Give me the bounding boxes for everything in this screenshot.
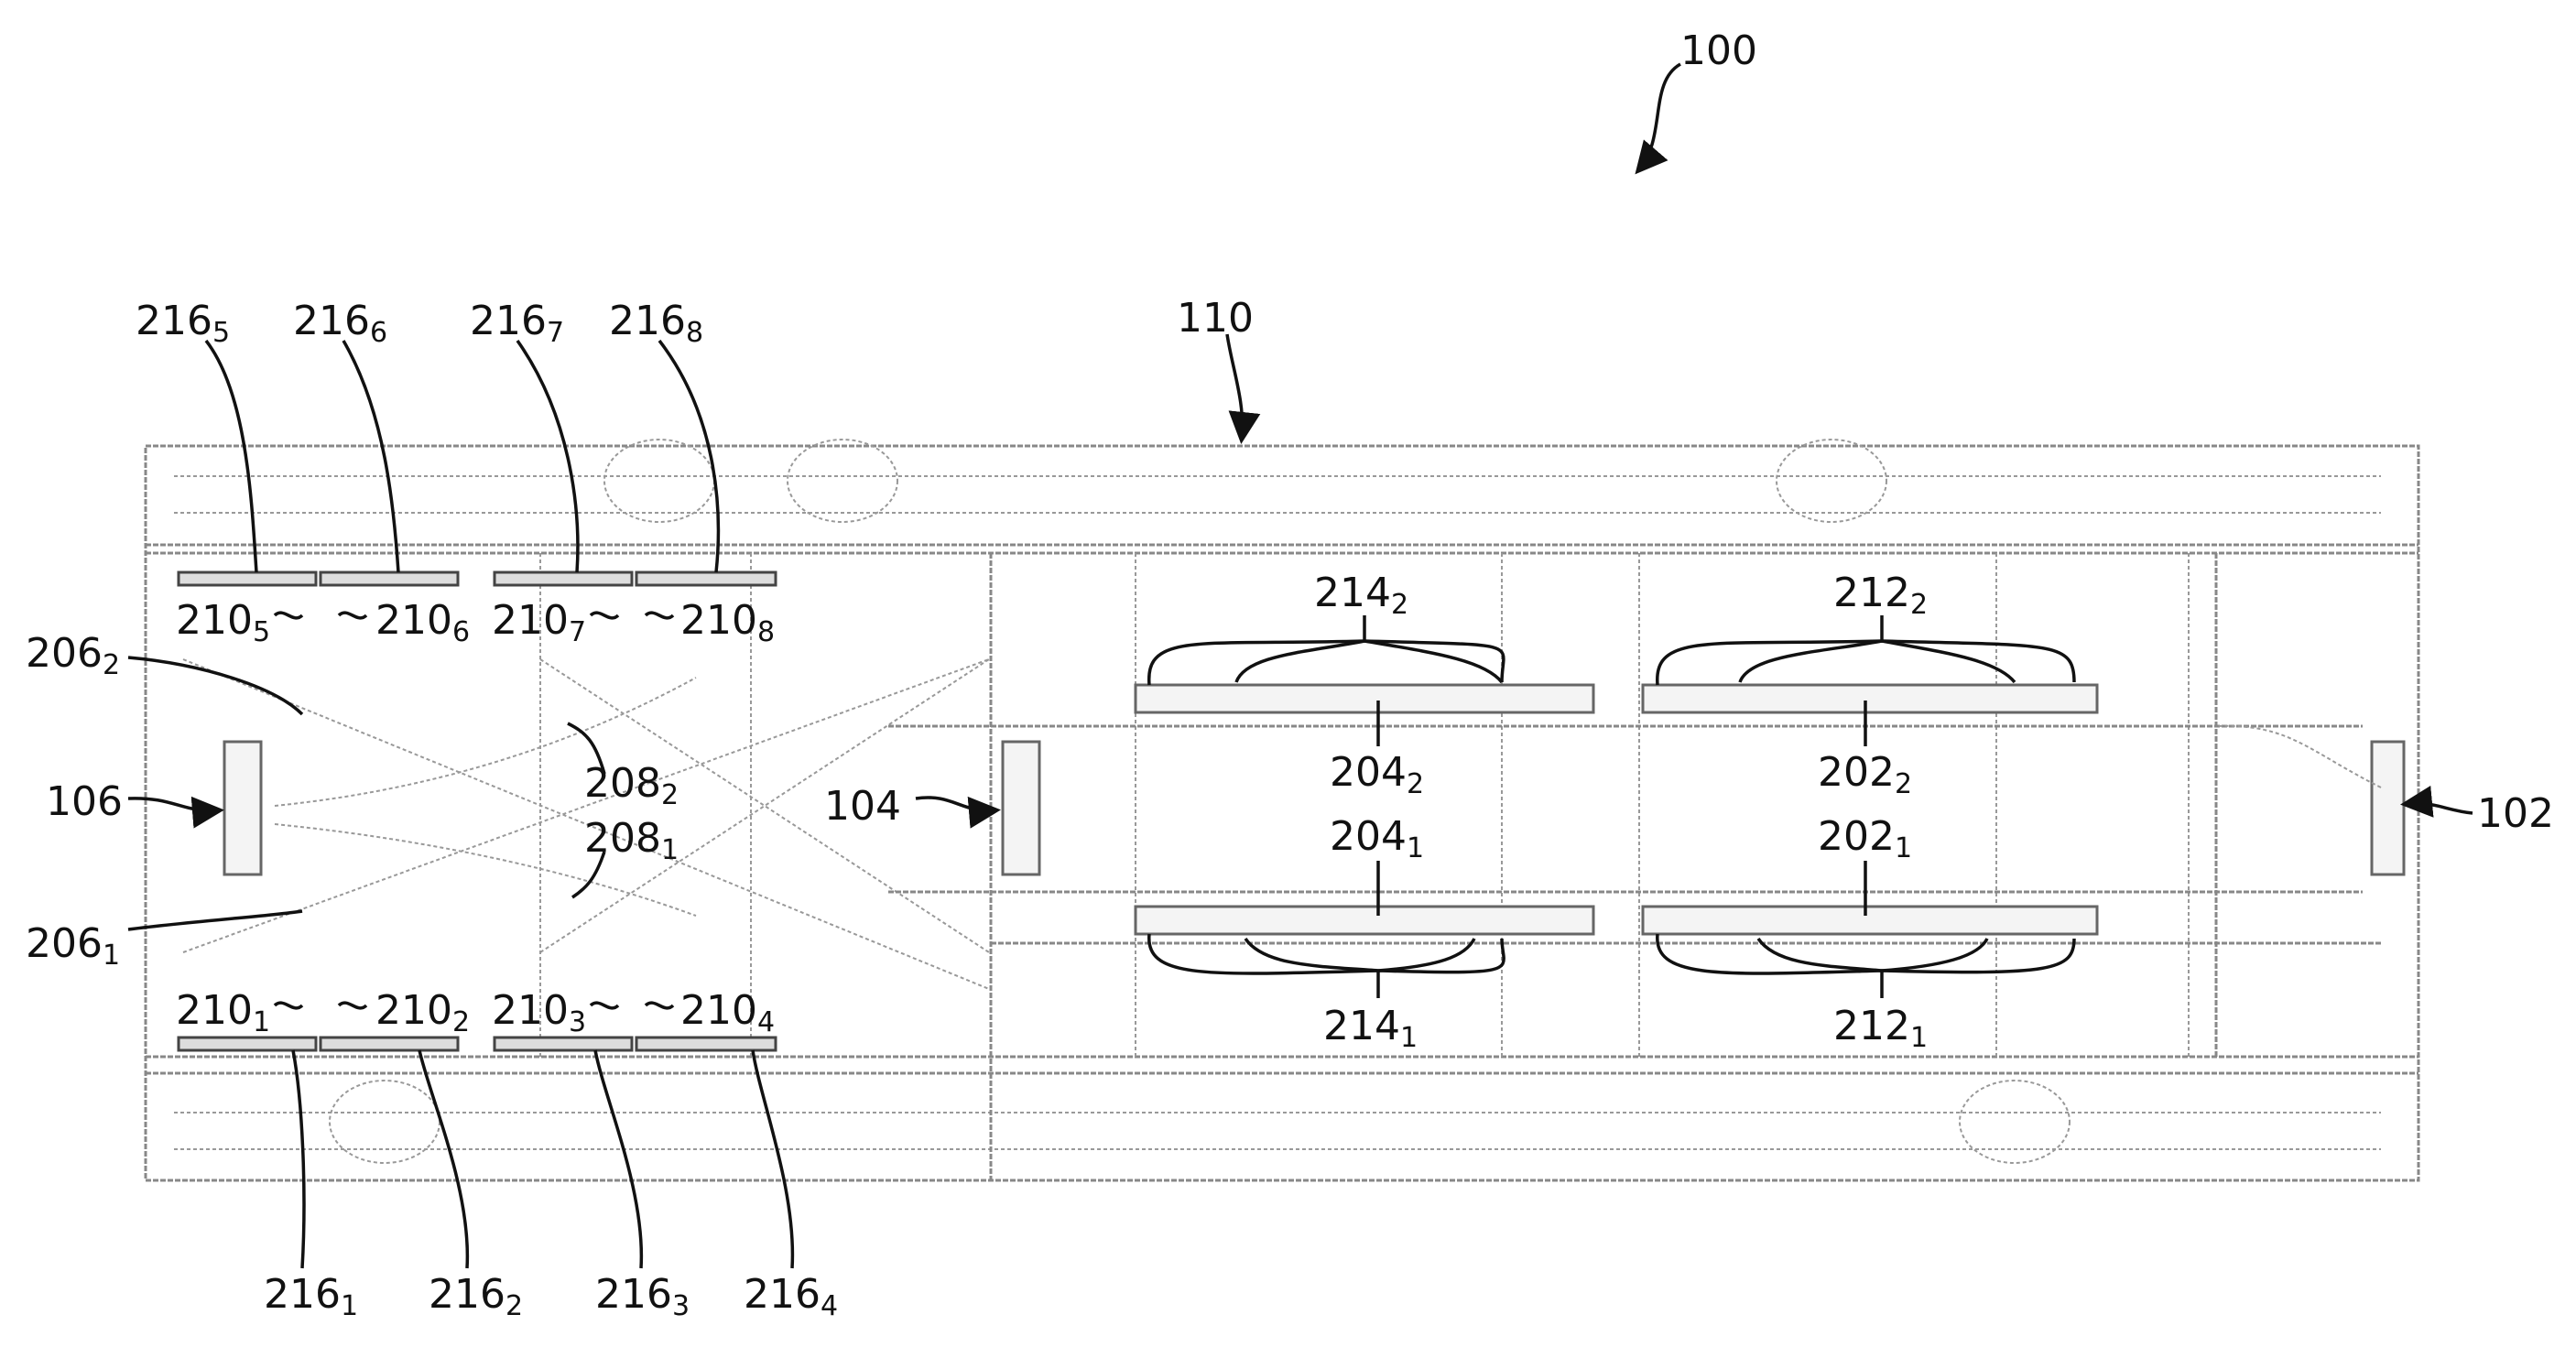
strip-216-2 [321, 1037, 458, 1050]
beam-204-2 [1136, 685, 1593, 712]
beam-202-2 [1643, 685, 2097, 712]
label-202-2: 2022 [1818, 749, 1912, 800]
label-216-6: 2166 [293, 298, 387, 349]
label-210-8: 2108 [680, 597, 775, 648]
label-204-2: 2042 [1330, 749, 1424, 800]
label-216-5: 2165 [136, 298, 230, 349]
labels-210-top: 2105 2106 2107 2108 [176, 597, 775, 648]
labels-216-bottom: 2161 2162 2163 2164 [264, 1271, 838, 1322]
label-214-2: 2142 [1314, 570, 1408, 621]
label-212-2: 2122 [1833, 570, 1928, 621]
label-210-3: 2103 [492, 987, 586, 1038]
strip-216-7 [495, 572, 632, 585]
strip-216-6 [321, 572, 458, 585]
label-206-1: 2061 [26, 920, 120, 972]
leaders-beams [1364, 615, 1882, 998]
labels-216-top: 2165 2166 2167 2168 [136, 298, 703, 349]
label-106: 106 [46, 778, 123, 825]
label-208-1: 2081 [584, 815, 679, 866]
label-210-1: 2101 [176, 987, 270, 1038]
strip-216-4 [636, 1037, 776, 1050]
tilde-marks [275, 613, 673, 1008]
vehicle-frame [146, 440, 2418, 1180]
label-210-4: 2104 [680, 987, 775, 1038]
label-210-5: 2105 [176, 597, 270, 648]
strip-216-1 [179, 1037, 316, 1050]
label-216-8: 2168 [609, 298, 703, 349]
leader-lines [128, 64, 2473, 1268]
label-104: 104 [824, 783, 901, 830]
label-206-2: 2062 [26, 630, 120, 681]
beam-202-1 [1643, 907, 2097, 934]
label-204-1: 2041 [1330, 813, 1424, 864]
label-216-7: 2167 [470, 298, 564, 349]
beam-204-1 [1136, 907, 1593, 934]
label-214-1: 2141 [1323, 1003, 1418, 1054]
label-210-2: 2102 [375, 987, 470, 1038]
strip-216-3 [495, 1037, 632, 1050]
label-216-3: 2163 [595, 1271, 690, 1322]
label-216-2: 2162 [429, 1271, 523, 1322]
labels-210-bottom: 2101 2102 2103 2104 [176, 987, 775, 1038]
label-202-1: 2021 [1818, 813, 1912, 864]
label-216-4: 2164 [744, 1271, 838, 1322]
label-212-1: 2121 [1833, 1003, 1928, 1054]
label-102: 102 [2477, 790, 2554, 837]
label-210-7: 2107 [492, 597, 586, 648]
label-110: 110 [1177, 295, 1254, 342]
label-216-1: 2161 [264, 1271, 358, 1322]
label-210-6: 2106 [375, 597, 470, 648]
label-100: 100 [1680, 27, 1757, 74]
strip-216-5 [179, 572, 316, 585]
strip-216-8 [636, 572, 776, 585]
label-208-2: 2082 [584, 760, 679, 811]
beams [1136, 641, 2097, 973]
